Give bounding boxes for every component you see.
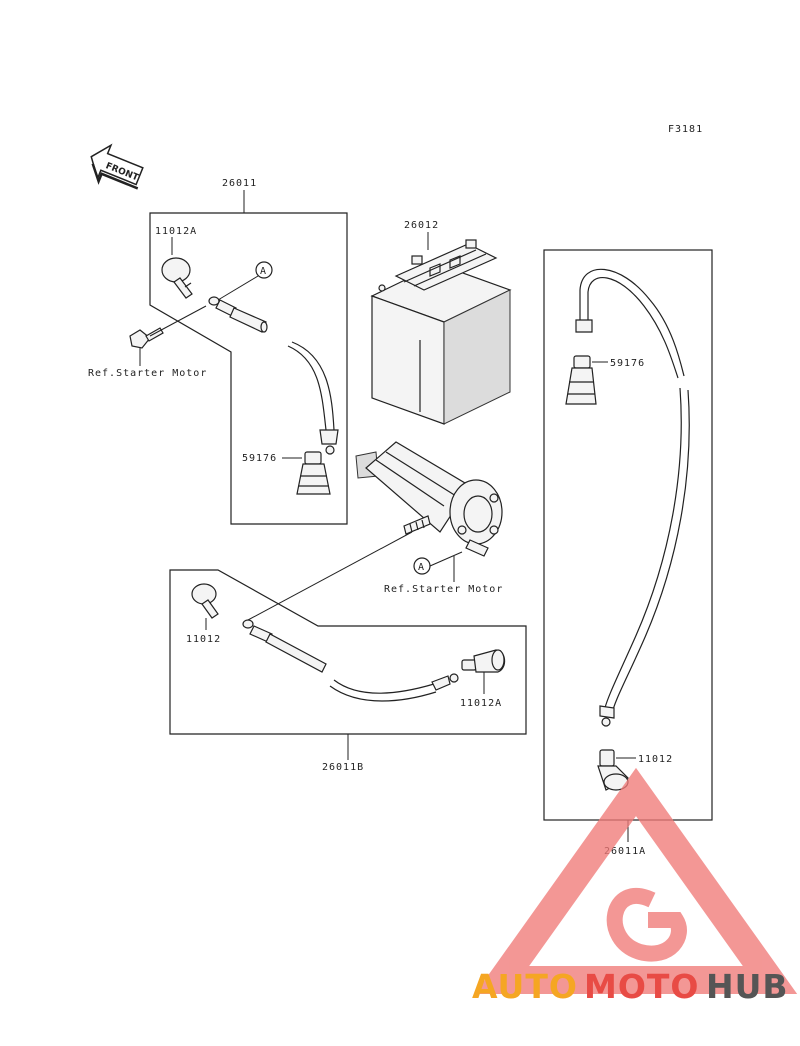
part-label-11012-right: 11012 xyxy=(638,754,673,765)
watermark-hub: HUB xyxy=(706,967,789,1006)
part-label-11012a: 11012A xyxy=(460,698,502,709)
watermark-auto: AUTO xyxy=(472,967,578,1006)
front-arrow-icon: FRONT xyxy=(90,143,144,190)
terminal-cap-top xyxy=(161,257,193,299)
watermark-logo xyxy=(474,767,798,994)
ref-starter-motor-center: Ref.Starter Motor xyxy=(384,584,503,595)
box-26011a xyxy=(543,249,713,821)
leader-bolt xyxy=(149,305,207,337)
callout-a-top-text: A xyxy=(260,266,267,277)
ref-starter-motor-left: Ref.Starter Motor xyxy=(88,368,207,379)
part-label-26012: 26012 xyxy=(404,220,439,231)
part-label-26011b: 26011B xyxy=(322,762,364,773)
cable-left xyxy=(287,341,339,455)
part-label-26011a: 26011A xyxy=(604,846,646,857)
part-label-26011: 26011 xyxy=(222,178,257,189)
cable-a xyxy=(575,268,690,727)
cable-terminal-top xyxy=(208,296,268,333)
part-label-11012-bottom-left: 11012 xyxy=(186,634,221,645)
bolt-icon xyxy=(129,327,164,349)
part-label-59176-right: 59176 xyxy=(610,358,645,369)
terminal-cap-right xyxy=(597,749,629,791)
rubber-boot-right xyxy=(565,355,597,405)
rubber-boot-left xyxy=(296,451,331,495)
terminal-cap-11012a xyxy=(461,649,506,673)
callout-a-bottom-text: A xyxy=(418,562,425,573)
battery xyxy=(370,239,512,425)
leader-callout-a-bottom xyxy=(429,551,463,567)
leader-callout-a-top xyxy=(217,275,259,301)
cable-b xyxy=(242,619,459,702)
figure-code: F3181 xyxy=(668,124,703,135)
terminal-cap-bottom-left xyxy=(191,583,219,619)
leader-stud xyxy=(247,531,413,621)
box-26011 xyxy=(149,212,348,525)
starter-motor xyxy=(355,441,503,557)
callout-a-top xyxy=(255,261,273,279)
watermark-text: AUTO MOTO HUB xyxy=(472,967,789,1006)
part-label-59176-left: 59176 xyxy=(242,453,277,464)
box-26011b xyxy=(169,569,527,735)
part-label-11012a-top: 11012A xyxy=(155,226,197,237)
watermark-moto: MOTO xyxy=(584,967,699,1006)
